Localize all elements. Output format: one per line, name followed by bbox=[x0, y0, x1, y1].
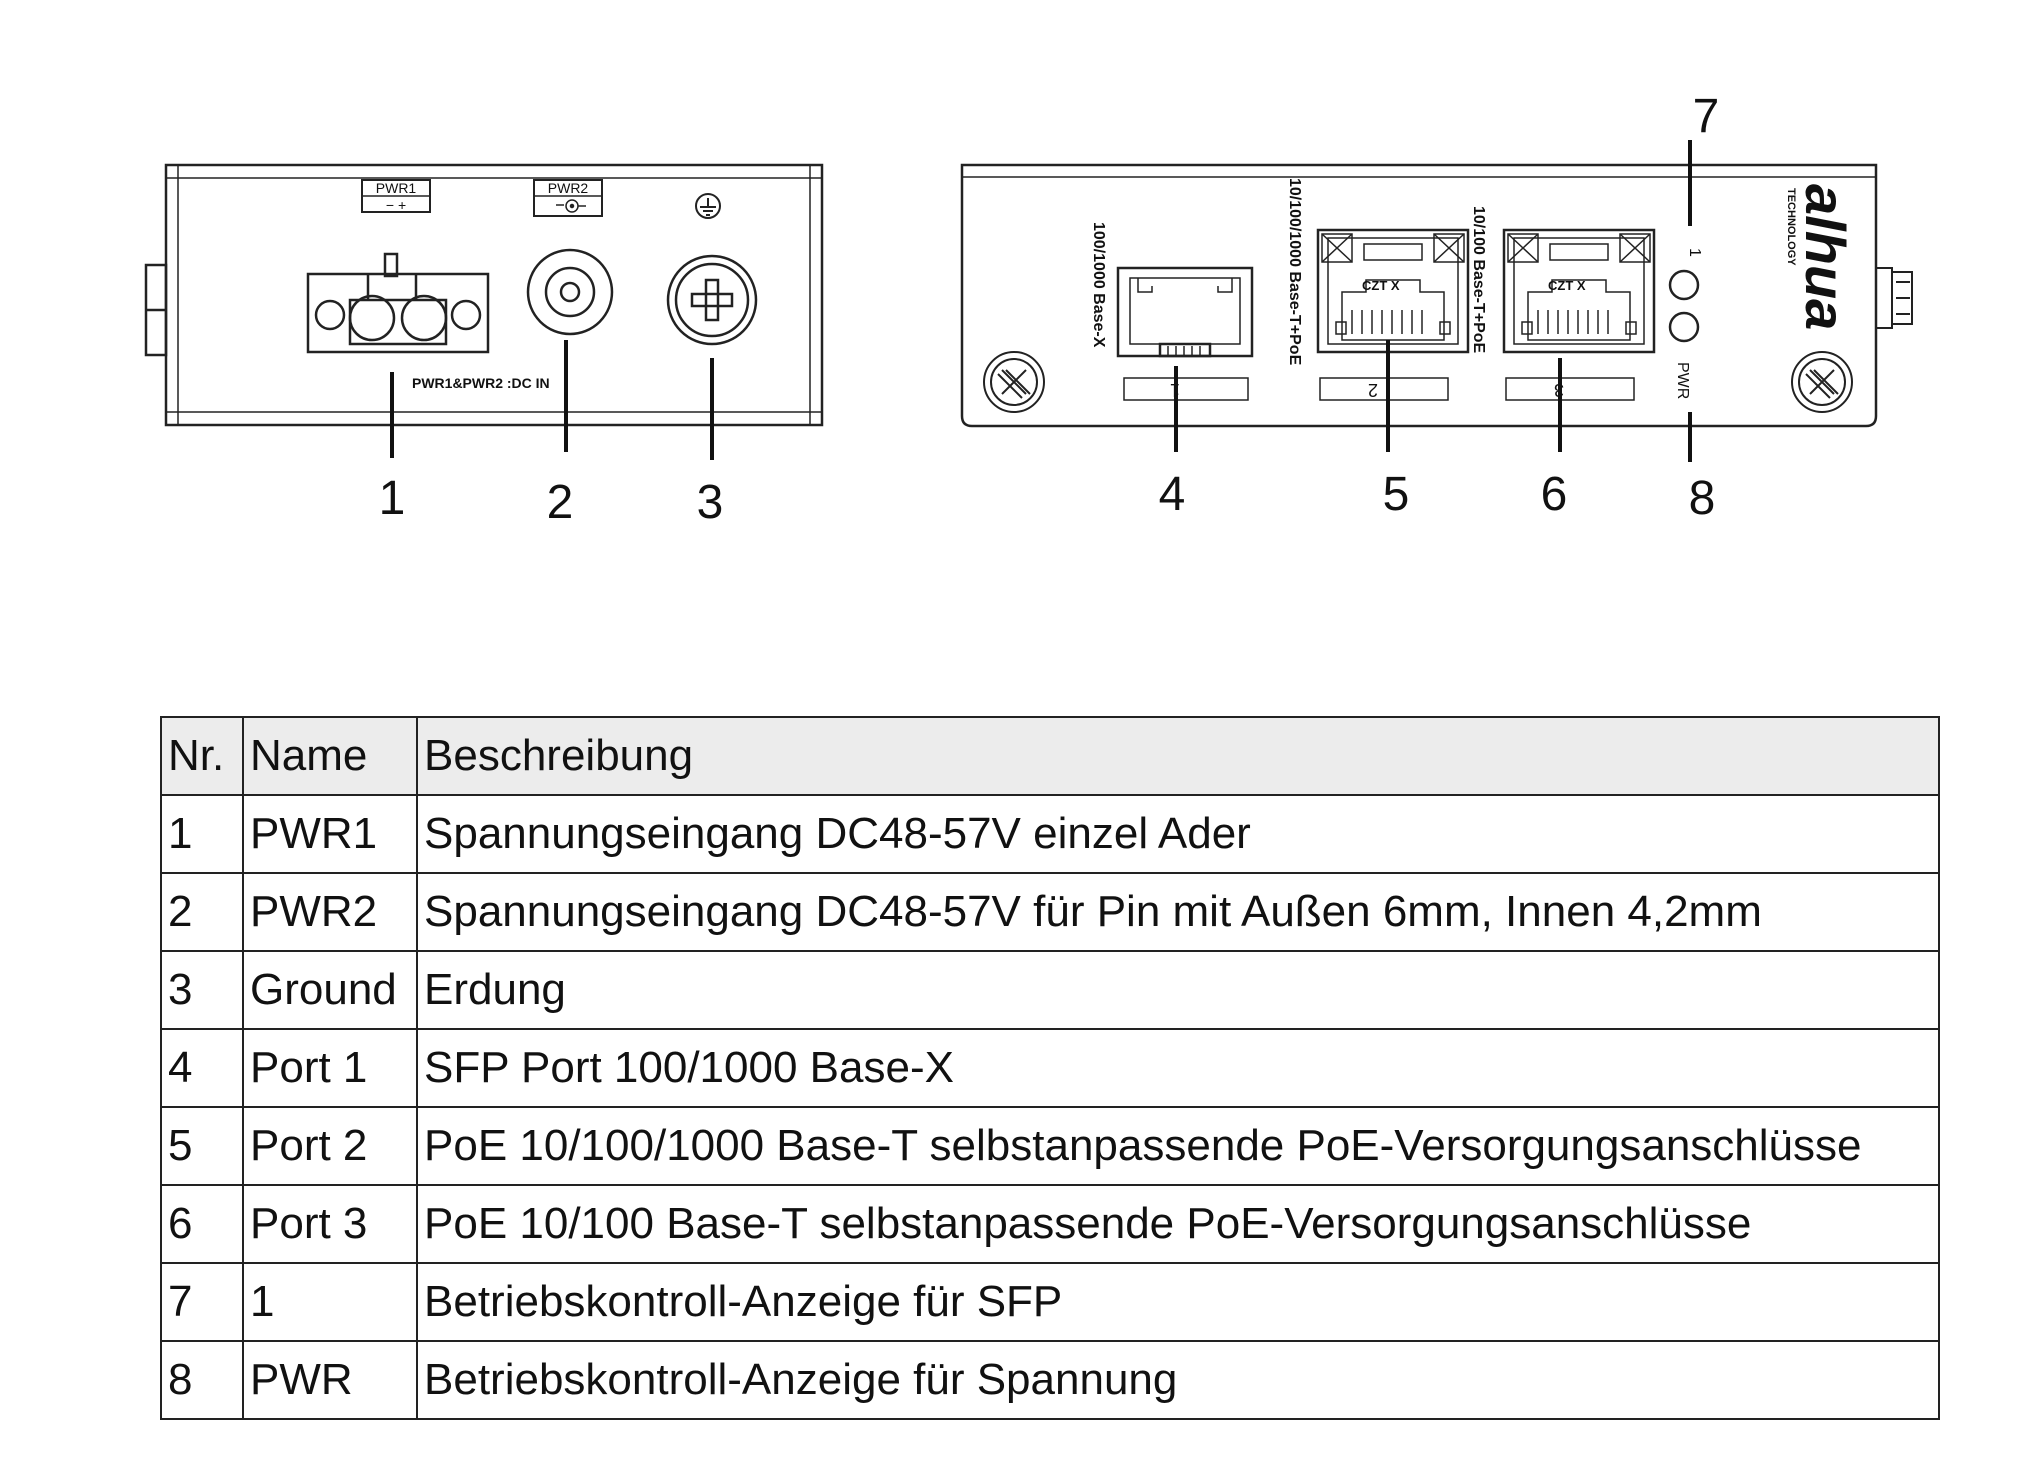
dc-in-label: PWR1&PWR2 :DC IN bbox=[412, 375, 550, 391]
cell-name: Port 1 bbox=[242, 1028, 418, 1108]
port2-number: 2 bbox=[1368, 380, 1378, 400]
header-nr: Nr. bbox=[160, 716, 244, 796]
callout-5: 5 bbox=[1383, 468, 1410, 521]
pwr2-label-box: PWR2 bbox=[533, 179, 603, 217]
brand-text: alhua bbox=[1794, 184, 1857, 330]
pwr1-label-box: PWR1 − + bbox=[361, 179, 431, 213]
ground-screw bbox=[666, 193, 758, 346]
cell-nr: 5 bbox=[160, 1106, 244, 1186]
header-beschreibung: Beschreibung bbox=[416, 716, 1940, 796]
table-header-row: Nr. Name Beschreibung bbox=[160, 716, 1940, 796]
cell-name: Port 2 bbox=[242, 1106, 418, 1186]
callout-lines-right bbox=[1174, 140, 1692, 462]
port2-number-box bbox=[1319, 377, 1449, 401]
pwr1-label: PWR1 bbox=[376, 180, 417, 196]
table-row: 7 1 Betriebskontroll-Anzeige für SFP bbox=[160, 1262, 1940, 1342]
led-sfp bbox=[1668, 269, 1700, 301]
led-pwr-label: PWR bbox=[1674, 362, 1691, 399]
cell-nr: 1 bbox=[160, 794, 244, 874]
pwr2-dc-jack bbox=[526, 248, 614, 336]
dahua-logo: alhua TECHNOLOGY bbox=[1785, 184, 1857, 330]
table-row: 3 Ground Erdung bbox=[160, 950, 1940, 1030]
brand-subtext: TECHNOLOGY bbox=[1785, 188, 1797, 266]
pwr1-polarity: − + bbox=[386, 197, 406, 213]
callout-2: 2 bbox=[547, 476, 574, 529]
header-name: Name bbox=[242, 716, 418, 796]
table-row: 5 Port 2 PoE 10/100/1000 Base-T selbstan… bbox=[160, 1106, 1940, 1186]
rj45-port-3 bbox=[1502, 228, 1656, 354]
cell-name: PWR bbox=[242, 1340, 418, 1420]
cell-desc: Betriebskontroll-Anzeige für Spannung bbox=[416, 1340, 1940, 1420]
table-row: 6 Port 3 PoE 10/100 Base-T selbstanpasse… bbox=[160, 1184, 1940, 1264]
led1-label: 1 bbox=[1686, 248, 1703, 257]
port3-number-box bbox=[1505, 377, 1635, 401]
cell-name: Ground bbox=[242, 950, 418, 1030]
port2-speed-label: 10/100/1000 Base-T+PoE bbox=[1286, 178, 1303, 366]
callout-3: 3 bbox=[697, 476, 724, 529]
cell-desc: SFP Port 100/1000 Base-X bbox=[416, 1028, 1940, 1108]
pwr1-terminal-block bbox=[306, 252, 490, 354]
table-row: 1 PWR1 Spannungseingang DC48-57V einzel … bbox=[160, 794, 1940, 874]
cell-nr: 4 bbox=[160, 1028, 244, 1108]
sfp-port-1 bbox=[1116, 266, 1254, 358]
pwr2-label: PWR2 bbox=[548, 180, 589, 196]
callout-1: 1 bbox=[379, 472, 406, 525]
callout-4: 4 bbox=[1159, 468, 1186, 521]
cell-name: Port 3 bbox=[242, 1184, 418, 1264]
cell-name: PWR2 bbox=[242, 872, 418, 952]
callout-6: 6 bbox=[1541, 468, 1568, 521]
sfp-speed-label: 100/1000 Base-X bbox=[1090, 222, 1107, 348]
port1-number-box bbox=[1123, 377, 1249, 401]
cell-nr: 8 bbox=[160, 1340, 244, 1420]
port3-speed-label: 10/100 Base-T+PoE bbox=[1470, 206, 1487, 354]
led-pwr bbox=[1668, 311, 1700, 343]
cell-desc: PoE 10/100/1000 Base-T selbstanpassende … bbox=[416, 1106, 1940, 1186]
table-row: 8 PWR Betriebskontroll-Anzeige für Spann… bbox=[160, 1340, 1940, 1420]
table-row: 2 PWR2 Spannungseingang DC48-57V für Pin… bbox=[160, 872, 1940, 952]
cell-nr: 6 bbox=[160, 1184, 244, 1264]
cell-nr: 3 bbox=[160, 950, 244, 1030]
callout-8: 8 bbox=[1689, 472, 1716, 525]
dc-polarity-icon bbox=[556, 199, 586, 213]
cell-desc: Betriebskontroll-Anzeige für SFP bbox=[416, 1262, 1940, 1342]
cell-name: 1 bbox=[242, 1262, 418, 1342]
cell-desc: PoE 10/100 Base-T selbstanpassende PoE-V… bbox=[416, 1184, 1940, 1264]
device-diagram: PWR1 − + PWR1&PWR2 :DC IN PWR2 bbox=[144, 90, 1913, 529]
cell-nr: 2 bbox=[160, 872, 244, 952]
callout-lines-left bbox=[390, 340, 714, 460]
mount-screw-left bbox=[983, 351, 1045, 413]
cell-nr: 7 bbox=[160, 1262, 244, 1342]
table-row: 4 Port 1 SFP Port 100/1000 Base-X bbox=[160, 1028, 1940, 1108]
side-knob bbox=[1875, 267, 1913, 329]
description-table: Nr. Name Beschreibung 1 PWR1 Spannungsei… bbox=[160, 716, 1940, 1420]
cell-desc: Spannungseingang DC48-57V für Pin mit Au… bbox=[416, 872, 1940, 952]
callout-7: 7 bbox=[1693, 90, 1720, 143]
port3-jack-mark: CZT X bbox=[1548, 278, 1586, 293]
cell-name: PWR1 bbox=[242, 794, 418, 874]
port2-jack-mark: CZT X bbox=[1362, 278, 1400, 293]
rj45-port-2 bbox=[1316, 228, 1470, 354]
port-panel bbox=[960, 163, 1878, 428]
cell-desc: Erdung bbox=[416, 950, 1940, 1030]
mount-screw-right bbox=[1791, 351, 1853, 413]
cell-desc: Spannungseingang DC48-57V einzel Ader bbox=[416, 794, 1940, 874]
